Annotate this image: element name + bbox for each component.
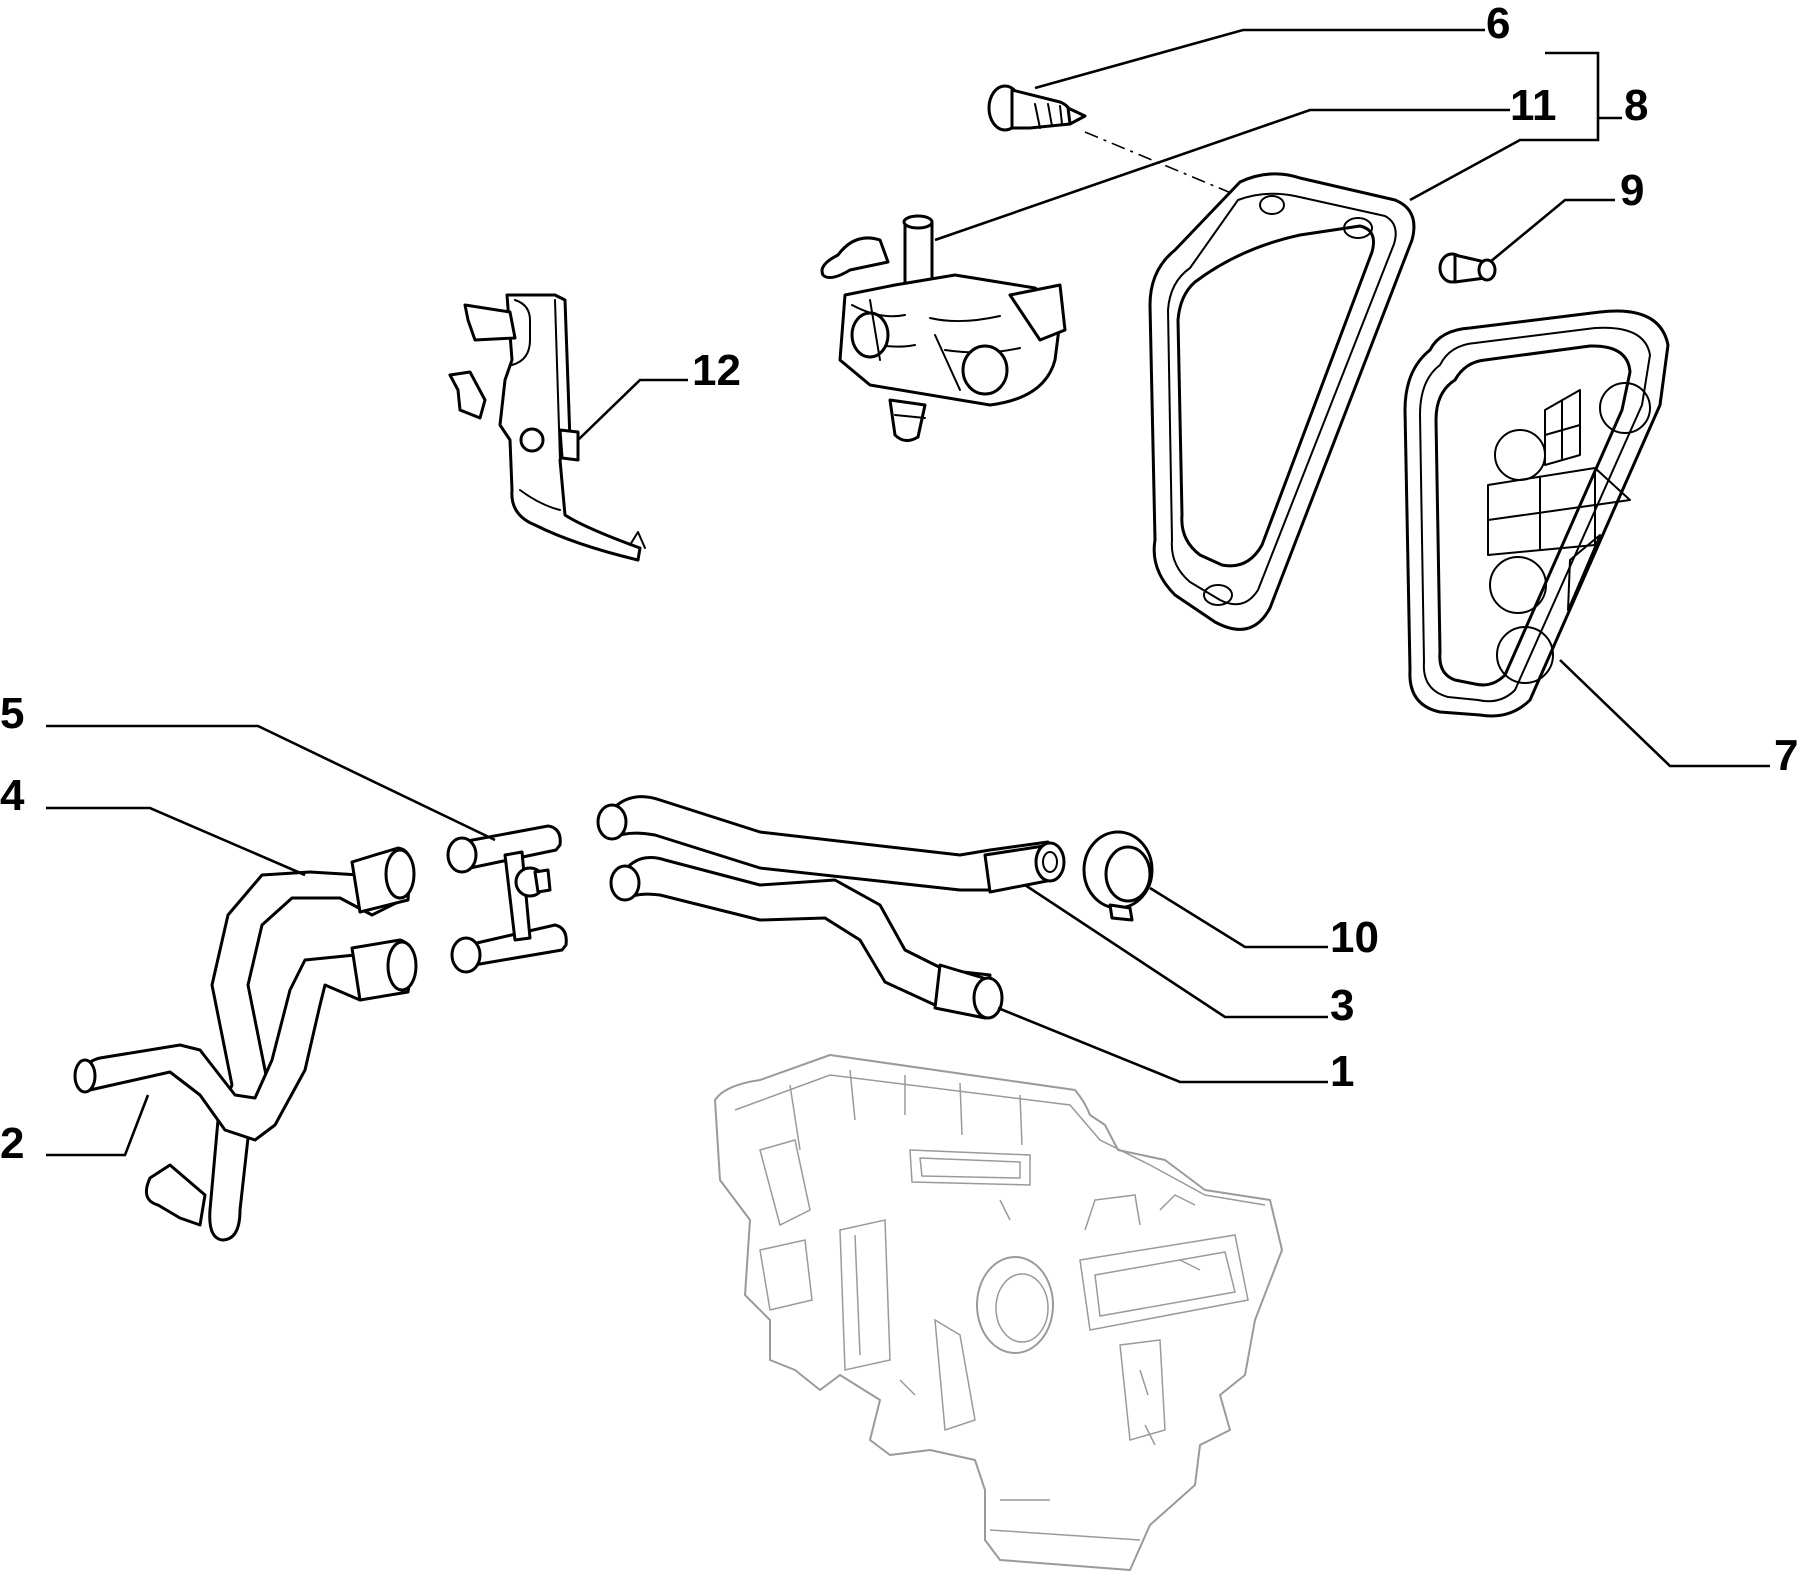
callout-1: 1 — [1330, 1047, 1354, 1096]
callout-5: 5 — [0, 689, 24, 738]
part-4-hose[interactable] — [208, 846, 416, 1242]
callout-8: 8 — [1624, 81, 1648, 130]
callout-4: 4 — [0, 771, 25, 820]
part-5-connector[interactable] — [446, 824, 568, 974]
part-6-bolt[interactable] — [987, 84, 1087, 132]
leader-7 — [1559, 659, 1770, 768]
leader-1 — [997, 1006, 1328, 1084]
leader-12 — [577, 378, 688, 441]
part-11-valve[interactable] — [820, 214, 1067, 442]
leader-6 — [1034, 28, 1485, 90]
callout-labels: 6 11 8 9 12 5 7 4 10 3 1 2 — [0, 0, 1798, 1168]
leader-3 — [1024, 883, 1328, 1019]
part-1-hose[interactable] — [609, 856, 1004, 1020]
part-7-filter-cover[interactable] — [1403, 309, 1670, 718]
callout-11: 11 — [1510, 81, 1557, 130]
leader-lines — [46, 28, 1770, 1157]
callout-3: 3 — [1330, 981, 1354, 1030]
leader-2 — [46, 1094, 150, 1157]
leader-9 — [1489, 198, 1615, 264]
part-9-screw[interactable] — [1438, 252, 1497, 284]
callout-12: 12 — [692, 346, 741, 395]
leader-10 — [1149, 886, 1328, 949]
part-10-clamp[interactable] — [1082, 830, 1154, 922]
callout-2: 2 — [0, 1119, 24, 1168]
part-8-gasket-frame[interactable] — [1148, 172, 1416, 631]
callout-6: 6 — [1486, 0, 1510, 48]
part-12-bracket[interactable] — [448, 293, 646, 562]
callout-10: 10 — [1330, 913, 1379, 962]
callout-9: 9 — [1620, 166, 1644, 215]
heater-housing-ghost — [714, 1054, 1283, 1571]
leader-5 — [46, 724, 496, 842]
leader-11 — [934, 108, 1510, 242]
callout-7: 7 — [1774, 731, 1798, 780]
leader-8 — [1409, 51, 1622, 202]
part-3-hose[interactable] — [596, 795, 1066, 894]
leader-4 — [46, 806, 306, 877]
part-2-hose[interactable] — [73, 938, 418, 1227]
